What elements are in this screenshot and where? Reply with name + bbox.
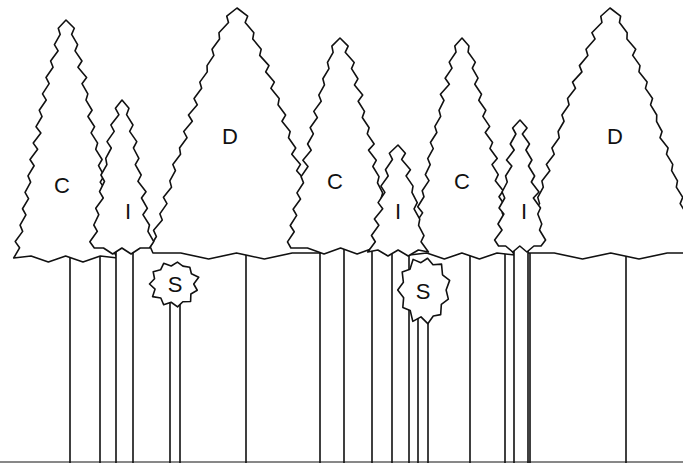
tree-trunk — [344, 238, 372, 463]
tree-trunk — [514, 236, 528, 463]
ground-line — [0, 462, 683, 463]
tree — [495, 120, 546, 463]
canopy-class-label: S — [416, 281, 431, 303]
tree-trunk — [170, 300, 180, 463]
canopy-class-label: S — [168, 274, 183, 296]
tree — [523, 8, 683, 463]
small-tree — [398, 258, 450, 463]
tree-trunk — [530, 243, 626, 463]
tree-crown — [398, 258, 450, 323]
tree-trunk — [470, 243, 505, 463]
canopy-class-label: C — [54, 175, 70, 197]
tree-crown — [368, 145, 429, 256]
tree-crown — [149, 262, 198, 307]
tree-trunk — [70, 246, 100, 463]
canopy-class-label: C — [454, 171, 470, 193]
tree-trunk — [246, 243, 320, 463]
tree-crown — [523, 8, 683, 259]
canopy-class-label: C — [327, 171, 343, 193]
tree-crown — [495, 120, 546, 252]
canopy-class-label: I — [125, 201, 131, 223]
tree-crown — [90, 100, 154, 254]
small-tree — [149, 262, 198, 463]
canopy-class-label: I — [395, 201, 401, 223]
tree — [90, 100, 154, 463]
tree-trunk — [116, 238, 133, 463]
tree-trunk — [418, 316, 428, 463]
canopy-class-label: I — [521, 201, 527, 223]
canopy-class-label: D — [222, 126, 238, 148]
canopy-class-label: D — [607, 126, 623, 148]
